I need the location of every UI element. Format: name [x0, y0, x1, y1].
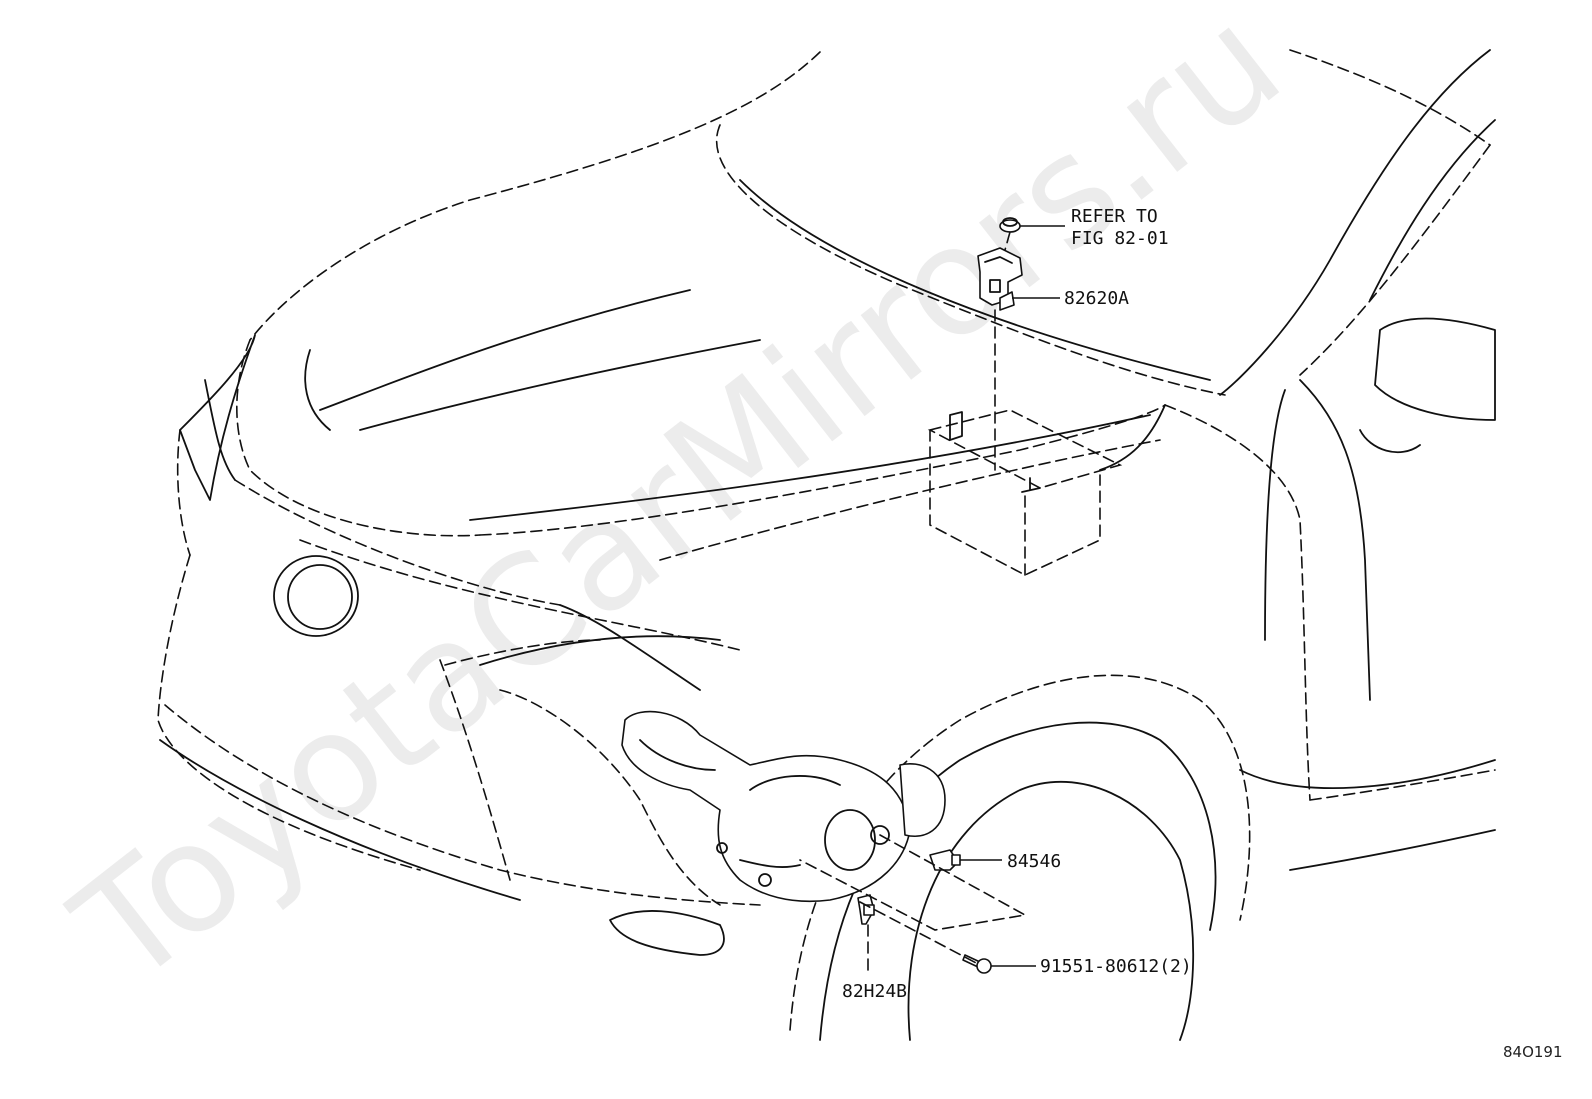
leader-lines — [960, 225, 1065, 967]
battery-outline — [927, 409, 1123, 576]
sensor-82620a — [977, 247, 1023, 311]
wire-clamp — [857, 894, 875, 925]
figure-code: 84O191 — [1503, 1043, 1563, 1061]
callout-refer-line1[interactable]: REFER TO — [1071, 206, 1158, 227]
vehicle-outline — [157, 49, 1496, 1041]
nut — [999, 217, 1021, 233]
assembly-lines — [799, 231, 1028, 976]
callout-refer-line2[interactable]: FIG 82-01 — [1071, 228, 1169, 249]
differential-assembly — [621, 710, 946, 903]
callout-82620a[interactable]: 82620A — [1064, 288, 1129, 309]
callout-84546[interactable]: 84546 — [1007, 851, 1061, 872]
sensor-84546 — [929, 849, 961, 871]
callout-82h24b[interactable]: 82H24B — [842, 981, 907, 1002]
callout-bolt[interactable]: 91551-80612(2) — [1040, 956, 1192, 977]
